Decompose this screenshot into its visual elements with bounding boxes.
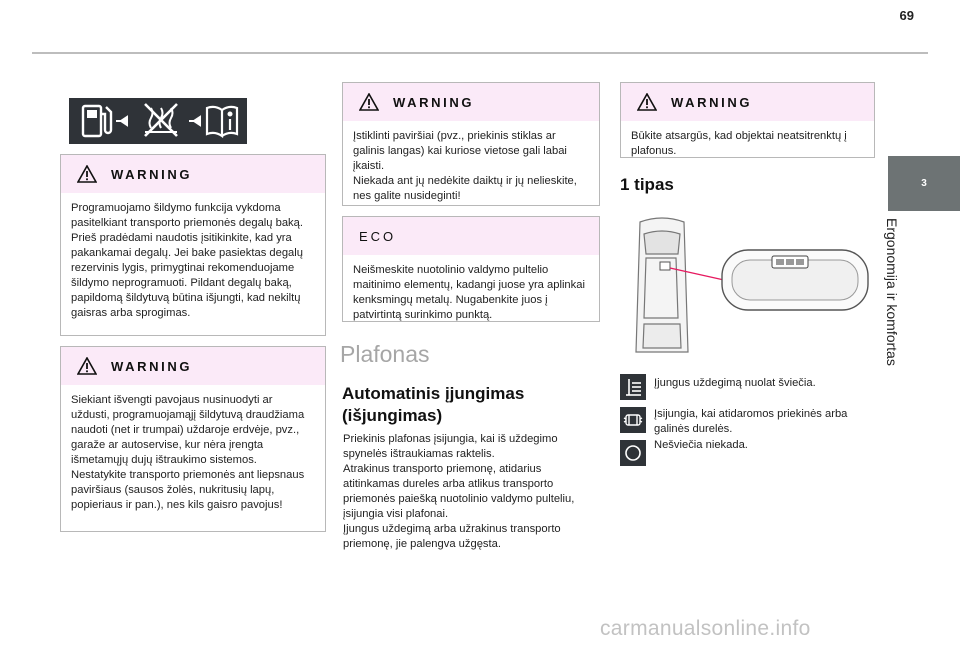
mode-on-text: Įjungus uždegimą nuolat šviečia.	[654, 377, 816, 389]
mode-off-text: Nešviečia niekada.	[654, 439, 748, 451]
warning-box-glass: WARNING Įstiklinti paviršiai (pvz., prie…	[342, 82, 600, 206]
warning-header: WARNING	[61, 155, 325, 193]
warning-text-line: Įstiklinti paviršiai (pvz., priekinis st…	[353, 130, 567, 172]
manual-info-icon	[205, 105, 239, 139]
paragraph: Priekinis plafonas įsijungia, kai iš užd…	[343, 433, 558, 460]
auto-switching-text: Priekinis plafonas įsijungia, kai iš užd…	[343, 432, 593, 552]
warning-text: Siekiant išvengti pavojaus nusinuodyti a…	[71, 394, 305, 511]
type-title: 1 tipas	[620, 175, 674, 194]
warning-header: WARNING	[343, 83, 599, 121]
callout-line	[669, 267, 725, 281]
eco-text: Neišmeskite nuotolinio valdymo pultelio …	[353, 264, 585, 321]
warning-header: WARNING	[61, 347, 325, 385]
warning-text-line: Niekada ant jų nedėkite daiktų ir jų nel…	[353, 175, 577, 202]
warning-header: WARNING	[621, 83, 874, 121]
subsection-title: Automatinis įjungimas (išjungimas)	[342, 384, 525, 425]
warning-box-objects: WARNING Būkite atsargūs, kad objektai ne…	[620, 82, 875, 158]
mode-door-text: Įsijungia, kai atidaromos priekinės arba…	[654, 408, 848, 435]
lamp-location-marker	[659, 261, 671, 271]
light-off-icon	[620, 440, 646, 466]
warning-text: Būkite atsargūs, kad objektai neatsitren…	[631, 130, 847, 157]
car-door-icon	[620, 407, 646, 433]
eco-header: ECO	[343, 217, 599, 255]
heating-off-icon	[144, 103, 178, 137]
chapter-tab[interactable]: 3	[888, 156, 960, 211]
warning-heading: WARNING	[393, 94, 475, 110]
warning-triangle-icon	[77, 165, 97, 183]
arrow-right-icon	[116, 115, 128, 127]
arrow-right-icon	[189, 115, 201, 127]
header-rule	[32, 52, 928, 54]
warning-heading: WARNING	[111, 358, 193, 374]
footer-watermark[interactable]: carmanualsonline.info	[600, 617, 811, 640]
vehicle-top-view	[635, 217, 689, 353]
page-number: 69	[899, 8, 914, 23]
warning-box-ventilation: WARNING Siekiant išvengti pavojaus nusin…	[60, 346, 326, 532]
eco-box: ECO Neišmeskite nuotolinio valdymo pulte…	[342, 216, 600, 322]
interior-lamp-unit	[721, 249, 869, 311]
warning-triangle-icon	[637, 93, 657, 111]
warning-triangle-icon	[77, 357, 97, 375]
warning-triangle-icon	[359, 93, 379, 111]
paragraph: Atrakinus transporto priemonę, atidarius…	[343, 463, 575, 520]
eco-heading: ECO	[359, 228, 397, 244]
warning-box-fuel: WARNING Programuojamo šildymo funkcija v…	[60, 154, 326, 336]
chapter-title: Ergonomija ir komfortas	[884, 218, 920, 398]
warning-text: Programuojamo šildymo funkcija vykdoma p…	[71, 202, 303, 319]
paragraph: Įjungus uždegimą arba užrakinus transpor…	[343, 523, 561, 550]
fuel-pump-icon	[81, 104, 113, 138]
warning-heading: WARNING	[111, 166, 193, 182]
chapter-title-text: Ergonomija ir komfortas	[884, 218, 900, 366]
fuel-heating-pictogram	[69, 98, 247, 144]
light-on-icon	[620, 374, 646, 400]
section-title: Plafonas	[340, 341, 430, 367]
courtesy-light-illustration	[622, 214, 876, 360]
warning-heading: WARNING	[671, 94, 753, 110]
